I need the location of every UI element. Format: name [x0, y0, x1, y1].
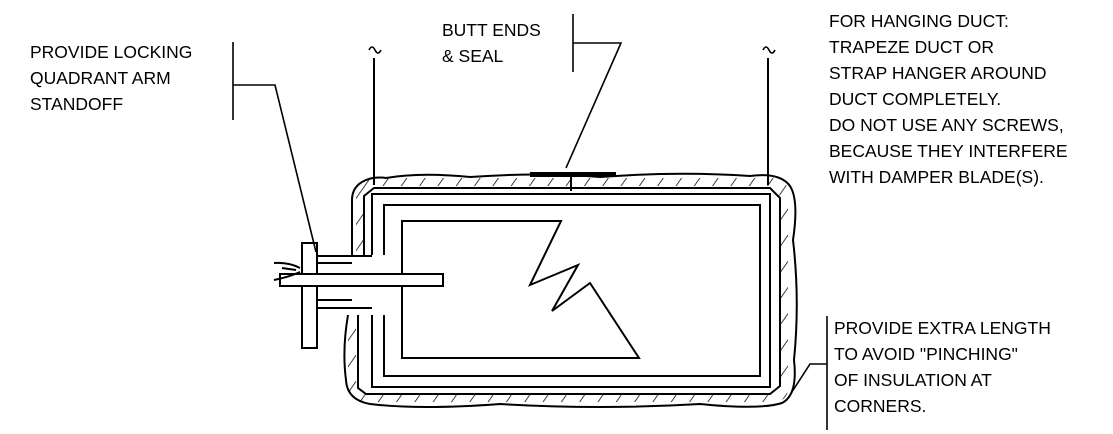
- note-hanging-duct: FOR HANGING DUCT: TRAPEZE DUCT OR STRAP …: [829, 11, 1072, 187]
- locking-quadrant-assembly: [273, 242, 444, 349]
- note-extra-length: PROVIDE EXTRA LENGTH TO AVOID "PINCHING"…: [834, 318, 1056, 416]
- hanger-straps: [368, 46, 776, 185]
- note-locking-quadrant: PROVIDE LOCKING QUADRANT ARM STANDOFF: [30, 42, 197, 114]
- duct-wall: [371, 193, 771, 388]
- damper-blade: [401, 220, 641, 359]
- note-butt-ends-seal: BUTT ENDS & SEAL: [442, 20, 546, 66]
- leader-lines: [232, 14, 828, 430]
- seal-plate: [530, 172, 616, 191]
- duct-insulation: [343, 172, 798, 408]
